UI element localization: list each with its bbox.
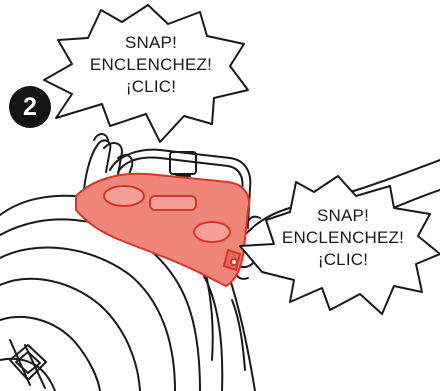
callout-line: SNAP! (268, 205, 418, 227)
callout-line: ¡CLIC! (76, 76, 226, 98)
callout-line: ENCLENCHEZ! (268, 227, 418, 249)
highlighted-bumper-bar (76, 174, 249, 286)
snap-callout-top-text: SNAP! ENCLENCHEZ! ¡CLIC! (76, 32, 226, 98)
callout-line: ¡CLIC! (268, 249, 418, 271)
snap-callout-right-text: SNAP! ENCLENCHEZ! ¡CLIC! (268, 205, 418, 271)
step-number-badge: 2 (9, 86, 51, 128)
callout-line: SNAP! (76, 32, 226, 54)
callout-line: ENCLENCHEZ! (76, 54, 226, 76)
